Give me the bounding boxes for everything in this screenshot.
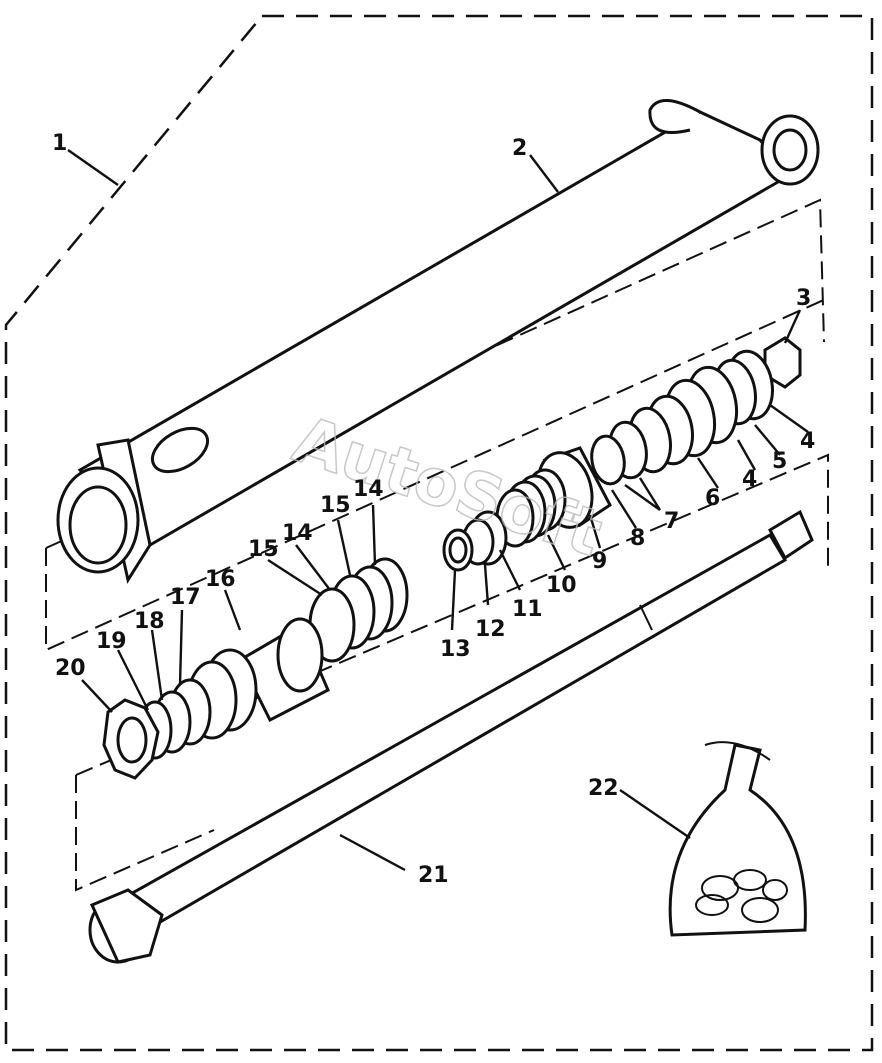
callout-21: 21: [418, 863, 449, 888]
callout-18: 18: [134, 609, 165, 634]
seal-kit-bag: [668, 741, 807, 937]
callout-14b: 14: [282, 521, 313, 546]
callout-labels: 1 2 3 4 4 5 6 7 8 9 10 11 12 13 14 14 15…: [52, 131, 815, 888]
callout-16: 16: [205, 567, 236, 592]
callout-22: 22: [588, 776, 619, 801]
callout-4b: 4: [742, 467, 757, 492]
callout-20: 20: [55, 656, 86, 681]
callout-12: 12: [475, 617, 506, 642]
lock-ring: [102, 698, 160, 780]
leader-lines: [67, 149, 809, 872]
collar-parts: [442, 510, 508, 572]
piston-assembly-panel: [45, 198, 829, 652]
callout-15b: 15: [248, 537, 279, 562]
callout-6: 6: [705, 486, 720, 511]
gland-seal-stack: [308, 557, 409, 663]
rod-gland: [186, 617, 330, 740]
callout-8: 8: [630, 526, 645, 551]
callout-1: 1: [52, 131, 67, 156]
kit-boundary: [4, 14, 874, 1052]
callout-9: 9: [592, 549, 607, 574]
callout-2: 2: [512, 136, 527, 161]
callout-15a: 15: [320, 493, 351, 518]
callout-3: 3: [796, 286, 811, 311]
cylinder-barrel: [56, 99, 820, 584]
callout-5: 5: [772, 449, 787, 474]
callout-4a: 4: [800, 429, 815, 454]
callout-11: 11: [512, 597, 543, 622]
callout-7: 7: [664, 509, 679, 534]
callout-19: 19: [96, 629, 127, 654]
piston-rod: [88, 509, 814, 964]
rod-assembly-panel: [75, 453, 829, 892]
piston-seal-stack: [590, 349, 774, 486]
callout-13: 13: [440, 637, 471, 662]
callout-10: 10: [546, 573, 577, 598]
callout-17: 17: [170, 585, 201, 610]
callout-14a: 14: [353, 477, 384, 502]
